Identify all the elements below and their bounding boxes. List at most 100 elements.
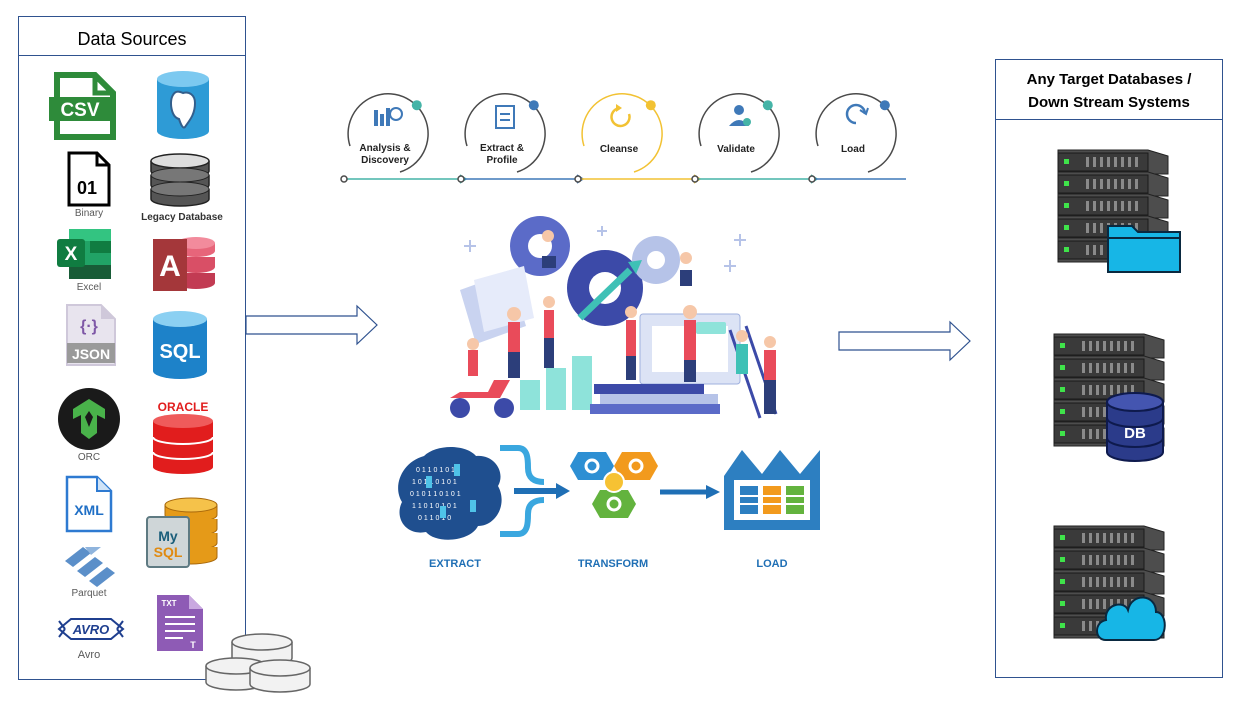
step-dot (411, 100, 422, 111)
server-vent (1103, 341, 1106, 351)
parquet-icon (61, 541, 119, 594)
database-icon: DB (1104, 392, 1166, 469)
server-vent (1082, 621, 1085, 631)
storage-disks-icon (204, 632, 316, 703)
server-vent (1107, 157, 1110, 167)
server-vent (1089, 555, 1092, 565)
server-vent (1103, 429, 1106, 439)
server-vent (1096, 533, 1099, 543)
step-start-dot (340, 175, 348, 183)
server-vent (1135, 157, 1138, 167)
server-vent (1096, 555, 1099, 565)
target-title-line2: Down Stream Systems (1028, 94, 1190, 111)
server-vent (1103, 363, 1106, 373)
step-start-dot (808, 175, 816, 183)
step-dot (879, 100, 890, 111)
postgresql-icon (155, 71, 211, 146)
json-text: JSON (72, 346, 110, 362)
server-led (1060, 535, 1065, 540)
server-led (1060, 409, 1065, 414)
binary-label: Binary (74, 208, 104, 219)
server-vent (1135, 223, 1138, 233)
server-vent (1131, 341, 1134, 351)
server-vent (1093, 245, 1096, 255)
binary-text: 01 (77, 178, 97, 198)
server-vent (1082, 385, 1085, 395)
target-panel-title: Any Target Databases / Down Stream Syste… (996, 60, 1222, 120)
load-label: LOAD (756, 558, 788, 570)
step-start-dot (457, 175, 465, 183)
transform-icon (570, 448, 660, 537)
svg-text:0 1 1 0 1 0 1: 0 1 1 0 1 0 1 (416, 467, 455, 474)
clipboard-icon (495, 105, 515, 129)
step-ring (815, 93, 897, 173)
server-vent (1093, 157, 1096, 167)
flow-arrow-left (245, 304, 379, 351)
server-vent (1096, 599, 1099, 609)
server-vent (1089, 363, 1092, 373)
server-vent (1086, 157, 1089, 167)
server-vent (1086, 223, 1089, 233)
orc-label: ORC (77, 452, 101, 463)
server-vent (1089, 429, 1092, 439)
server-vent (1082, 341, 1085, 351)
xml-icon: XML (65, 475, 113, 538)
step-label-extract: Extract & Profile (480, 143, 524, 166)
server-vent (1117, 577, 1120, 587)
server-vent (1124, 385, 1127, 395)
step-start-dot (691, 175, 699, 183)
sync-icon (845, 103, 869, 125)
server-led (1060, 365, 1065, 370)
server-vent (1114, 179, 1117, 189)
server-vent (1103, 599, 1106, 609)
server-vent (1096, 385, 1099, 395)
server-vent (1124, 533, 1127, 543)
server-vent (1110, 577, 1113, 587)
server-vent (1100, 245, 1103, 255)
step-start-dot (574, 175, 582, 183)
server-vent (1121, 157, 1124, 167)
orc-icon (57, 387, 121, 456)
server-vent (1089, 533, 1092, 543)
server-vent (1086, 245, 1089, 255)
server-vent (1082, 599, 1085, 609)
server-vent (1117, 341, 1120, 351)
server-vent (1131, 385, 1134, 395)
server-led (1060, 431, 1065, 436)
server-vent (1093, 179, 1096, 189)
excel-text: X (65, 244, 78, 265)
server-vent (1114, 201, 1117, 211)
xml-text: XML (74, 502, 104, 518)
target-title-line1: Any Target Databases / (1026, 71, 1192, 88)
oracle-text: ORACLE (158, 400, 209, 414)
txt-text: TXT (161, 599, 176, 608)
server-vent (1089, 621, 1092, 631)
mysql-text-top: My (158, 528, 178, 544)
server-vent (1096, 407, 1099, 417)
server-vent (1096, 341, 1099, 351)
server-led (1060, 343, 1065, 348)
avro-label: Avro (77, 649, 101, 661)
step-ring (347, 93, 429, 173)
server-vent (1089, 599, 1092, 609)
server-vent (1093, 223, 1096, 233)
analysis-icon (374, 107, 403, 126)
server-vent (1082, 363, 1085, 373)
process-steps-graphic (340, 93, 906, 184)
step-label-load: Load (841, 144, 865, 155)
server-vent (1135, 201, 1138, 211)
server-vent (1089, 407, 1092, 417)
gear-icon (510, 216, 680, 326)
server-vent (1124, 341, 1127, 351)
step-ring (698, 93, 780, 173)
server-vent (1089, 341, 1092, 351)
server-vent (1082, 407, 1085, 417)
server-vent (1093, 201, 1096, 211)
server-vent (1117, 555, 1120, 565)
server-vent (1110, 533, 1113, 543)
server-vent (1117, 533, 1120, 543)
process-steps: Analysis & Discovery Extract & Profile C… (336, 92, 906, 188)
user-check-icon (729, 105, 751, 126)
json-icon: {·} JSON (65, 303, 117, 372)
